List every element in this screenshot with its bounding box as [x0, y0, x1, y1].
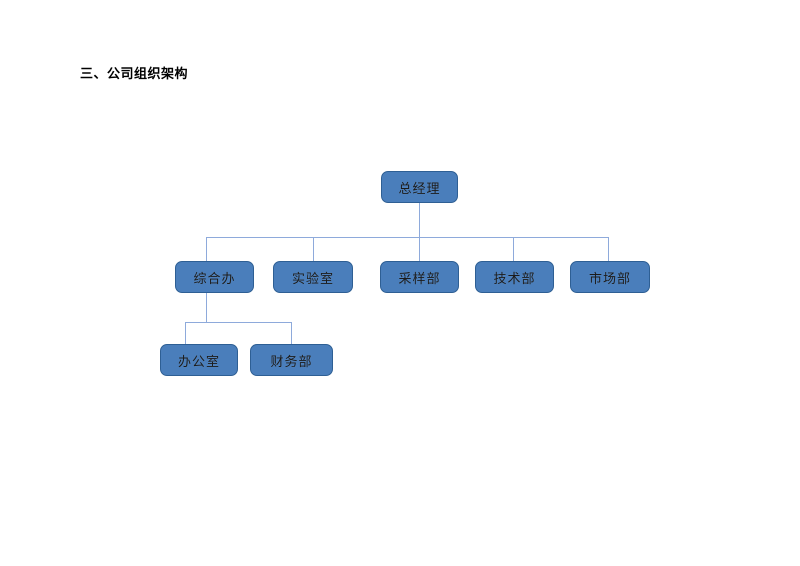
connector-drop-bangongshi: [185, 322, 186, 344]
connector-root-stem: [419, 203, 420, 237]
org-node-finance-dept[interactable]: 财务部: [250, 344, 333, 376]
connector-drop-zonghe: [206, 237, 207, 261]
connector-drop-shiyanshi: [313, 237, 314, 261]
org-node-general-office[interactable]: 综合办: [175, 261, 254, 293]
connector-level3-bus: [185, 322, 291, 323]
section-heading: 三、公司组织架构: [80, 66, 189, 81]
connector-zonghe-stem: [206, 293, 207, 322]
org-node-marketing-dept[interactable]: 市场部: [570, 261, 650, 293]
org-node-general-manager[interactable]: 总经理: [381, 171, 458, 203]
org-node-technical-dept[interactable]: 技术部: [475, 261, 554, 293]
org-node-sampling-dept[interactable]: 采样部: [380, 261, 459, 293]
connector-drop-jishu: [513, 237, 514, 261]
connector-drop-caiyang: [419, 237, 420, 261]
connector-drop-shichang: [608, 237, 609, 261]
org-node-laboratory[interactable]: 实验室: [273, 261, 353, 293]
connector-drop-caiwu: [291, 322, 292, 344]
org-node-office[interactable]: 办公室: [160, 344, 238, 376]
connector-level2-bus: [206, 237, 609, 238]
